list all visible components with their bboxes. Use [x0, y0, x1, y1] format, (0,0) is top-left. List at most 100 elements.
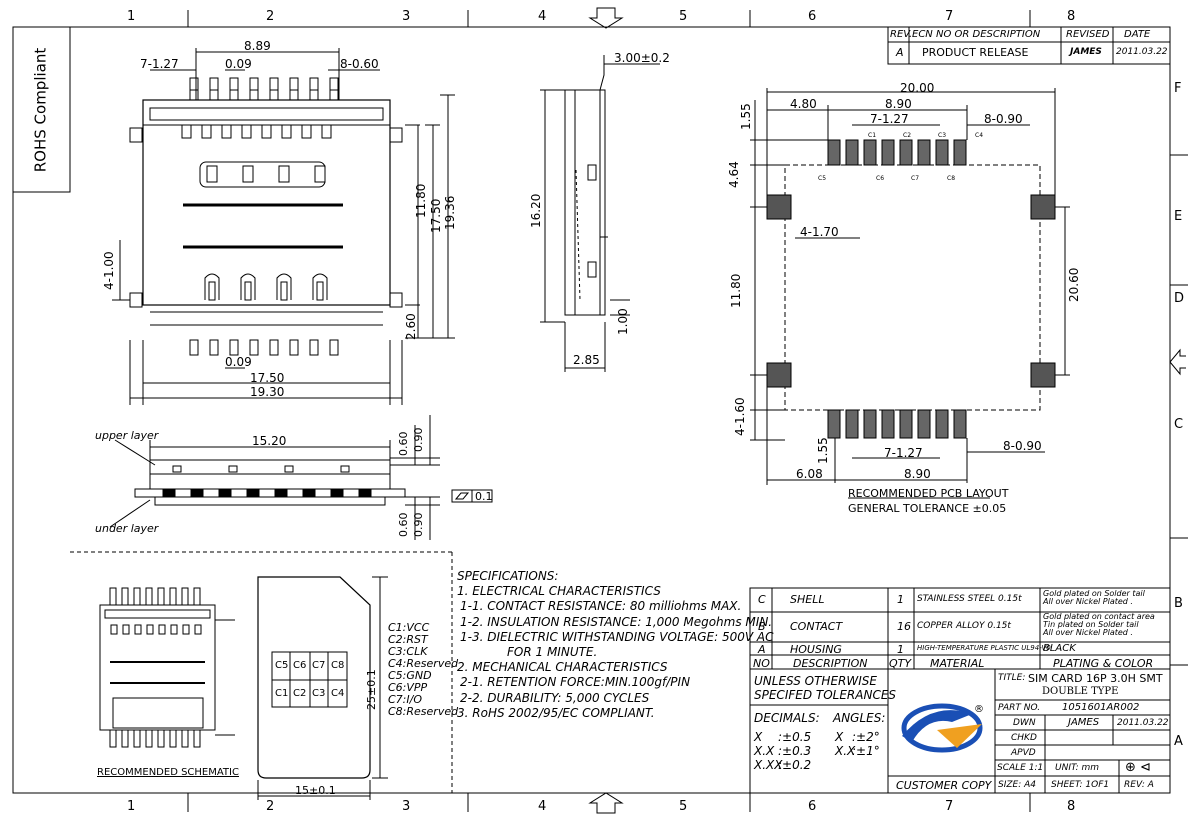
pin-legend-entry: C7:I/O	[388, 693, 422, 706]
bom-qty: 1	[897, 593, 904, 606]
dim-11-80: 11.80	[414, 183, 428, 218]
pcb-pad-bottom	[827, 409, 841, 439]
schematic-pin-bottom	[169, 729, 177, 748]
card-pin-c5: C5	[275, 660, 289, 671]
zone-8-top: 8	[1067, 9, 1076, 24]
top-pin	[209, 77, 219, 101]
housing-slot	[201, 124, 212, 139]
schematic-pin-bottom	[145, 729, 153, 748]
bom-desc: SHELL	[790, 593, 825, 606]
lower-contact	[240, 273, 256, 300]
top-pin	[229, 77, 239, 101]
rev-row-rev: A	[896, 46, 904, 59]
pin-legend-entry: C8:Reserved	[388, 705, 459, 718]
bom-header-qty: QTY	[889, 657, 912, 670]
schematic-slot	[146, 624, 154, 635]
upper-contact	[278, 165, 290, 183]
size-label: SIZE: A4	[998, 780, 1036, 790]
bom-no: C	[758, 593, 766, 606]
chkd-label: CHKD	[1011, 733, 1037, 743]
rev-label: REV: A	[1124, 780, 1154, 790]
top-pin	[249, 77, 259, 101]
tolerance-value: X.XX	[754, 758, 783, 772]
tolerance-value: :±0.5	[778, 730, 812, 744]
dim-0-90-top: 0.90	[412, 427, 425, 453]
card-pin-c2: C2	[293, 688, 307, 699]
pcb-pad-bottom	[935, 409, 949, 439]
bom-qty: 1	[897, 643, 904, 656]
pcb-dim-8x0-90: 8-0.90	[984, 112, 1023, 126]
pcb-pad-bottom	[899, 409, 913, 439]
pcb-pin-label: C4	[975, 132, 984, 139]
schematic-slot	[182, 624, 190, 635]
pcb-pad-bottom	[917, 409, 931, 439]
zone-1-bottom: 1	[127, 799, 136, 814]
dim-0-60-top: 0.60	[397, 431, 410, 457]
housing-slot	[301, 124, 312, 139]
schematic-slot	[170, 624, 178, 635]
schematic-pin-bottom	[121, 729, 129, 748]
spec-line: 1-1. CONTACT RESISTANCE: 80 milliohms MA…	[460, 599, 742, 614]
front-pin	[330, 489, 344, 497]
housing-slot	[261, 124, 272, 139]
zone-5-top: 5	[679, 9, 688, 24]
rev-header-date: DATE	[1124, 29, 1151, 40]
apvd-label: APVD	[1011, 748, 1036, 758]
zone-C: C	[1174, 417, 1184, 432]
bottom-pin	[329, 339, 339, 356]
pcb-pin-label: C3	[938, 132, 947, 139]
front-view	[109, 415, 493, 540]
upper-contact	[206, 165, 218, 183]
rohs-compliant-label: ROHS Compliant	[31, 47, 50, 173]
schematic-pin-bottom	[133, 729, 141, 748]
schematic-pin-bottom	[181, 729, 189, 748]
bom-header-material: MATERIAL	[930, 657, 985, 670]
rev-row-date: 2011.03.22	[1116, 47, 1168, 57]
card-pin-c7: C7	[312, 660, 326, 671]
card-pin-c3: C3	[312, 688, 326, 699]
zone-8-bottom: 8	[1067, 799, 1076, 814]
under-layer-label: under layer	[95, 522, 159, 535]
pcb-pin-label: C5	[818, 175, 827, 182]
dim-0-90-bottom: 0.90	[412, 512, 425, 538]
dim-0-09-top: 0.09	[225, 57, 252, 71]
company-logo	[901, 703, 983, 753]
tolerance-value: :±0.3	[778, 744, 812, 758]
lower-contact	[204, 273, 220, 300]
front-pin	[358, 489, 372, 497]
title-label: TITLE:	[998, 673, 1026, 683]
zone-4-top: 4	[538, 9, 547, 24]
lower-contact-tip	[244, 281, 252, 301]
housing-slot	[321, 124, 332, 139]
pcb-pad-top	[953, 139, 967, 166]
schematic-slot	[122, 624, 130, 635]
card-pin-c4: C4	[331, 688, 345, 699]
bom-table	[749, 587, 1171, 794]
spec-line: 2. MECHANICAL CHARACTERISTICS	[457, 660, 668, 675]
pcb-layout-title: RECOMMENDED PCB LAYOUT	[848, 487, 1009, 500]
bottom-pin	[269, 339, 279, 356]
bom-qty: 16	[897, 620, 911, 633]
bom-plating: All over Nickel Plated .	[1043, 597, 1133, 606]
pcb-pad-top	[917, 139, 931, 166]
customer-copy: CUSTOMER COPY	[896, 779, 992, 792]
spec-line: 1. ELECTRICAL CHARACTERISTICS	[457, 584, 661, 599]
bom-desc: HOUSING	[790, 643, 842, 656]
schematic-pin-top	[169, 587, 177, 606]
pin-legend-entry: C4:Reserved	[388, 657, 459, 670]
zone-4-bottom: 4	[538, 799, 547, 814]
specifications: SPECIFICATIONS:1. ELECTRICAL CHARACTERIS…	[457, 569, 774, 721]
pin-legend-entry: C3:CLK	[388, 645, 428, 658]
sim-card-outline	[257, 576, 388, 800]
bom-material: HIGH-TEMPERATURE PLASTIC UL94-V0	[917, 644, 1051, 652]
pcb-tolerance: GENERAL TOLERANCE ±0.05	[848, 502, 1007, 515]
bottom-pin	[249, 339, 259, 356]
tolerance-value: X.X	[835, 744, 856, 758]
decimals-label: DECIMALS:	[754, 711, 820, 725]
bottom-pin	[289, 339, 299, 356]
side-view	[540, 55, 660, 372]
schematic-pin-bottom	[157, 729, 165, 748]
bom-plating: BLACK	[1043, 643, 1076, 654]
pcb-dim-8-90: 8.90	[885, 97, 912, 111]
